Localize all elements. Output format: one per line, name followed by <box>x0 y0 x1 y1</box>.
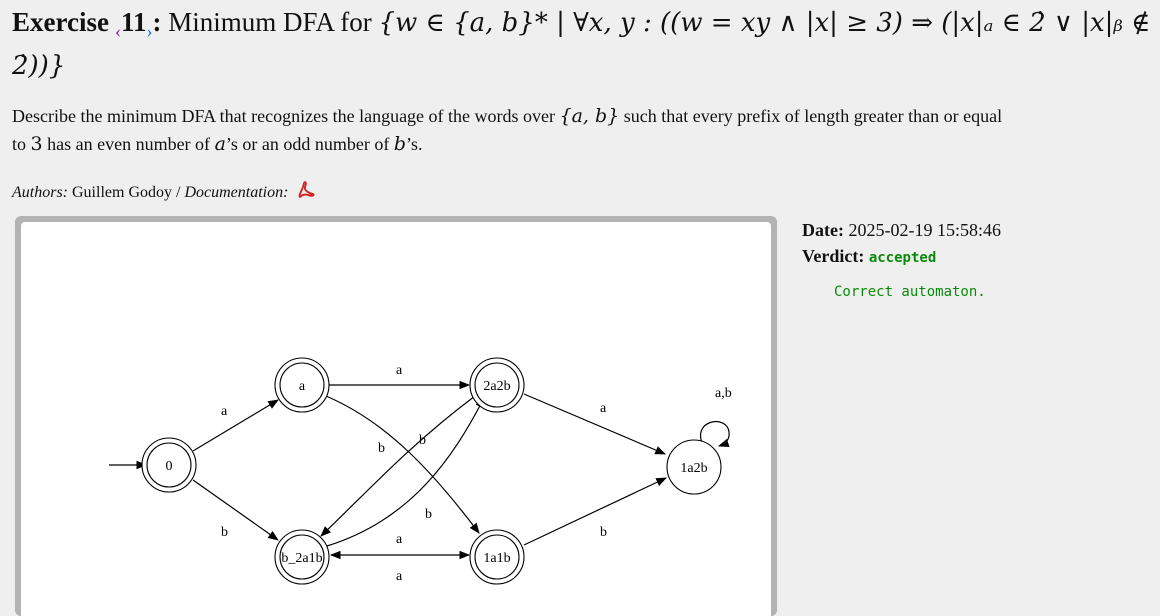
state-label: 0 <box>166 459 173 474</box>
documentation-label: Documentation: <box>184 184 289 201</box>
state-1a2b: 1a2b <box>666 439 722 495</box>
state-1a1b: 1a1b <box>469 529 525 585</box>
transition-0-a: a <box>192 399 279 452</box>
desc-text-4: ’s or an odd number of <box>225 134 390 154</box>
desc-math-a: a <box>214 133 226 155</box>
exercise-word: Exercise <box>12 7 109 37</box>
desc-text-1: Describe the minimum DFA that recognizes… <box>12 106 556 126</box>
transition-1a2b-self-loop: a,b <box>700 386 732 448</box>
transition-a-2a2b: a <box>327 363 471 390</box>
transition-label: a <box>396 363 403 378</box>
automaton-graph: a b a b b b a <box>109 357 732 585</box>
transition-label: a <box>600 401 607 416</box>
transition-b2a1b-2a2b: b <box>326 397 485 547</box>
date-row: Date: 2025-02-19 15:58:46 <box>802 217 1142 243</box>
authors-line: Authors: Guillem Godoy / Documentation: <box>12 181 315 204</box>
transition-1a1b-1a2b: b <box>523 477 667 546</box>
state-0: 0 <box>141 437 197 493</box>
state-label: 1a1b <box>483 551 510 566</box>
desc-text-3: has an even number of <box>47 134 211 154</box>
desc-math-length: 3 <box>30 133 43 155</box>
transition-label: b <box>425 507 432 522</box>
title-text: Minimum DFA for <box>168 7 372 37</box>
submission-info: Date: 2025-02-19 15:58:46 Verdict: accep… <box>802 217 1142 271</box>
verdict-feedback: Correct automaton. <box>834 284 986 300</box>
transition-0-b: b <box>192 479 279 541</box>
desc-math-alphabet: {a, b} <box>559 105 620 127</box>
prev-exercise-link[interactable]: ‹ <box>114 21 121 41</box>
author-name: Guillem Godoy <box>72 184 172 201</box>
date-value: 2025-02-19 15:58:46 <box>848 220 1001 240</box>
authors-separator: / <box>176 184 181 201</box>
date-label: Date: <box>802 220 844 240</box>
exercise-title: Exercise‹11›: Minimum DFA for {w ∈ {a, b… <box>12 2 1152 86</box>
state-label: b_2a1b <box>281 551 322 566</box>
title-formula: {w ∈ {a, b}* | ∀x, y : ((w = xy ∧ |x| ≥ … <box>12 8 1151 81</box>
transition-label: a <box>396 532 403 547</box>
transition-2a2b-1a2b: a <box>523 393 666 455</box>
state-2a2b: 2a2b <box>469 357 525 413</box>
state-label: a <box>299 379 306 394</box>
verdict-label: Verdict: <box>802 246 865 266</box>
state-b-2a1b: b_2a1b <box>274 529 330 585</box>
automaton-canvas: a b a b b b a <box>21 222 771 616</box>
verdict-row: Verdict: accepted <box>802 243 1142 271</box>
pdf-icon[interactable] <box>295 181 315 204</box>
state-label: 2a2b <box>483 379 510 394</box>
transition-label: b <box>221 525 228 540</box>
transition-label: a,b <box>715 386 732 401</box>
authors-label: Authors: <box>12 184 68 201</box>
transition-label: b <box>378 441 385 456</box>
transition-b2a1b-1a1b: a a <box>329 532 471 584</box>
exercise-number: 11 <box>120 7 147 37</box>
transition-label: b <box>419 433 426 448</box>
transition-label: b <box>600 525 607 540</box>
transition-label: a <box>396 569 403 584</box>
desc-math-b: b <box>393 133 407 155</box>
title-colon: : <box>152 7 162 37</box>
automaton-panel: a b a b b b a <box>15 216 777 616</box>
transition-a-b2a1b: b <box>320 395 476 537</box>
desc-text-5: ’s. <box>406 134 423 154</box>
verdict-value: accepted <box>868 250 937 266</box>
next-exercise-link[interactable]: › <box>146 21 153 41</box>
transition-a-1a1b: b <box>325 395 480 534</box>
state-a: a <box>274 357 330 413</box>
state-label: 1a2b <box>680 461 707 476</box>
desc-text-2: such that every prefix of length greater… <box>12 106 1003 154</box>
exercise-description: Describe the minimum DFA that recognizes… <box>12 102 1012 158</box>
transition-label: a <box>221 404 228 419</box>
